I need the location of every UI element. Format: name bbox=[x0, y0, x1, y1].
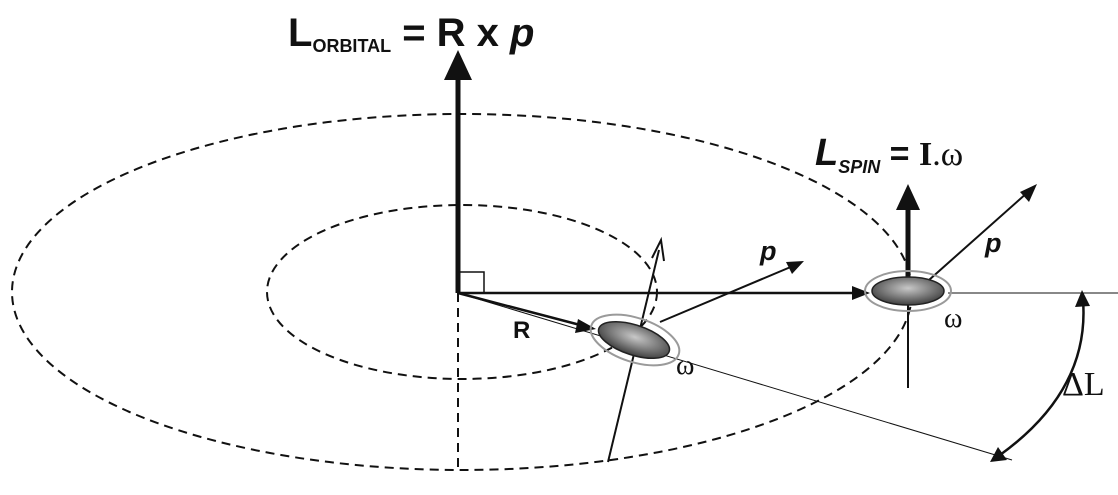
orbital-equals-r-x: = R x bbox=[391, 11, 510, 55]
outer-body-disc bbox=[871, 276, 945, 306]
orbital-momentum-arrowhead bbox=[444, 50, 472, 80]
inner-momentum-label: p bbox=[759, 236, 777, 266]
inner-body-ring bbox=[589, 313, 681, 367]
inner-omega-label: ω bbox=[676, 350, 694, 381]
inner-radius-arrow bbox=[457, 291, 585, 328]
inner-spin-axis-arrowhead bbox=[651, 236, 665, 262]
orbital-subscript: ORBITAL bbox=[312, 36, 391, 56]
right-angle-marker bbox=[458, 271, 485, 293]
delta-l-arrowhead-top bbox=[1075, 290, 1090, 307]
orbital-p: p bbox=[509, 11, 534, 55]
outer-body bbox=[864, 270, 952, 312]
outer-momentum-arrow bbox=[919, 191, 1029, 289]
inner-momentum-arrowhead bbox=[786, 261, 804, 274]
outer-momentum-arrowhead bbox=[1020, 184, 1037, 202]
outer-momentum-label: p bbox=[984, 228, 1002, 258]
orbital-equation-label: LORBITAL = R x p bbox=[288, 11, 534, 56]
radius-label: R bbox=[513, 317, 530, 344]
inner-reference-line bbox=[457, 292, 1013, 461]
outer-body-ring bbox=[864, 270, 952, 312]
delta-l-label: ΔL bbox=[1062, 366, 1105, 403]
delta-l-arrowhead-bottom bbox=[990, 447, 1007, 462]
inner-body bbox=[589, 313, 681, 367]
outer-radius-arrowhead bbox=[852, 286, 870, 300]
spin-omega: .ω bbox=[932, 136, 963, 173]
spin-I: I bbox=[919, 136, 932, 173]
spin-equals: = bbox=[880, 135, 919, 173]
inner-momentum-arrow bbox=[659, 265, 794, 323]
spin-L: L bbox=[815, 132, 838, 174]
orbital-L: L bbox=[288, 11, 312, 55]
outer-omega-label: ω bbox=[944, 303, 962, 334]
spin-subscript: SPIN bbox=[838, 157, 881, 177]
spin-momentum-arrowhead bbox=[896, 184, 920, 210]
spin-equation-label: LSPIN = I.ω bbox=[815, 132, 963, 177]
inner-body-disc bbox=[597, 320, 671, 360]
delta-l-arc bbox=[999, 299, 1085, 457]
